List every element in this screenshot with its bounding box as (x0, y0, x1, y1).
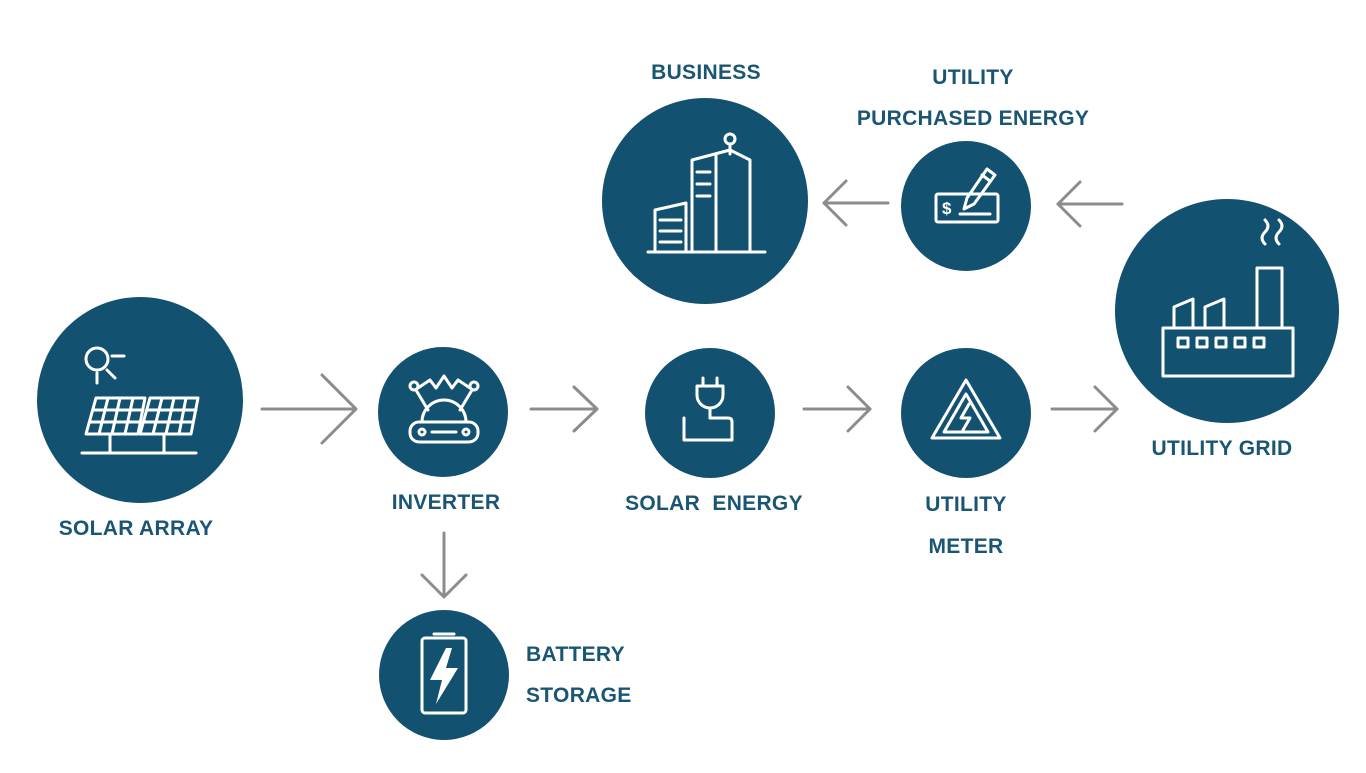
battery-storage-label-line1: BATTERY (526, 643, 625, 666)
utility-grid-label: UTILITY GRID (1151, 437, 1293, 460)
office-building-icon (646, 132, 767, 254)
high-voltage-icon (930, 378, 1002, 440)
factory-icon (1161, 218, 1295, 378)
battery-icon (420, 632, 468, 715)
solar-array-node (37, 297, 243, 503)
arrow-purchased-energy-to-business (822, 179, 890, 227)
business-label: BUSINESS (651, 61, 761, 84)
arrow-utility-meter-to-utility-grid (1050, 385, 1119, 433)
battery-storage-label-line2: STORAGE (526, 684, 632, 707)
battery-storage-node (379, 610, 509, 740)
arrow-solar-array-to-inverter (260, 373, 358, 445)
inverter-node (378, 347, 508, 477)
check-payment-icon: $ (934, 167, 1000, 224)
solar-energy-node (645, 348, 775, 478)
arrow-utility-grid-to-purchased-energy (1056, 180, 1124, 228)
plug-icon (682, 376, 734, 442)
arrow-inverter-to-battery-storage (420, 531, 468, 599)
purchased-energy-label-line2: PURCHASED ENERGY (856, 107, 1090, 130)
utility-grid-node (1115, 199, 1339, 423)
utility-meter-label-line1: UTILITY (925, 493, 1007, 516)
utility-meter-node (901, 348, 1031, 478)
purchased-energy-label-line1: UTILITY (932, 66, 1014, 89)
dollar-sign: $ (942, 199, 952, 218)
solar-array-label: SOLAR ARRAY (58, 517, 214, 540)
business-node (602, 98, 808, 304)
solar-panel-icon (80, 346, 200, 455)
arrow-inverter-to-solar-energy (529, 385, 599, 433)
purchased-energy-node: $ (901, 141, 1031, 271)
utility-meter-label-line2: METER (928, 535, 1004, 558)
arrow-solar-energy-to-utility-meter (802, 385, 872, 433)
inverter-label: INVERTER (391, 491, 501, 514)
inverter-icon (408, 374, 480, 444)
solar-energy-label: SOLAR ENERGY (625, 492, 803, 515)
